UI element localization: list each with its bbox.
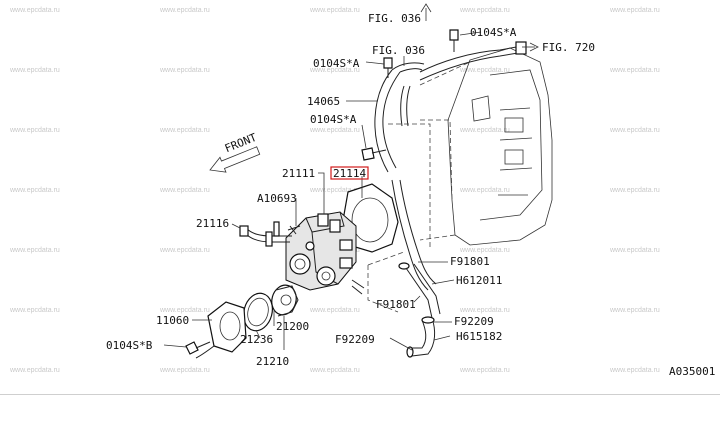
watermark-text: www.epcdata.ru <box>9 67 60 74</box>
watermark-text: www.epcdata.ru <box>9 127 60 134</box>
engine-block <box>419 47 553 246</box>
callout-21114[interactable]: 21114 <box>333 167 366 180</box>
hose-H615182-drawing <box>406 316 436 358</box>
front-label: FRONT <box>223 131 259 156</box>
watermark-text: www.epcdata.ru <box>309 127 360 134</box>
watermark-text: www.epcdata.ru <box>459 7 510 14</box>
watermark-text: www.epcdata.ru <box>309 367 360 374</box>
callout-21200[interactable]: 21200 <box>276 320 309 333</box>
watermark-text: www.epcdata.ru <box>609 67 660 74</box>
hose-H612011-drawing <box>391 179 441 319</box>
watermark-text: www.epcdata.ru <box>309 67 360 74</box>
bolts <box>185 29 459 355</box>
watermark-text: www.epcdata.ru <box>159 307 210 314</box>
guide-line <box>367 265 399 313</box>
watermark-text: www.epcdata.ru <box>159 67 210 74</box>
callout-21116[interactable]: 21116 <box>196 217 229 230</box>
watermark-text: www.epcdata.ru <box>159 7 210 14</box>
callout-0104sA-mid[interactable]: 0104S*A <box>310 113 357 126</box>
callout-21111[interactable]: 21111 <box>282 167 315 180</box>
watermark-text: www.epcdata.ru <box>309 7 360 14</box>
callout-21236[interactable]: 21236 <box>240 333 273 346</box>
watermark-text: www.epcdata.ru <box>459 307 510 314</box>
watermark-text: www.epcdata.ru <box>459 67 510 74</box>
upper-pipe <box>419 41 527 81</box>
watermark-text: www.epcdata.ru <box>159 247 210 254</box>
thermostat-21200-drawing <box>271 284 299 317</box>
front-direction-indicator: FRONT <box>209 131 261 173</box>
watermark-text: www.epcdata.ru <box>459 127 510 134</box>
guide-line <box>388 123 431 248</box>
callout-H612011[interactable]: H612011 <box>456 274 502 287</box>
watermark-text: www.epcdata.ru <box>459 367 510 374</box>
cover-11060-drawing <box>195 301 247 359</box>
watermark-text: www.epcdata.ru <box>309 307 360 314</box>
watermark-text: www.epcdata.ru <box>9 187 60 194</box>
watermark-text: www.epcdata.ru <box>9 7 60 14</box>
watermark-layer: www.epcdata.ru www.epcdata.ru www.epcdata.… <box>9 7 660 374</box>
callout-fig036-top[interactable]: FIG. 036 <box>368 12 421 25</box>
watermark-text: www.epcdata.ru <box>159 367 210 374</box>
watermark-text: www.epcdata.ru <box>459 187 510 194</box>
callout-0104sA-left[interactable]: 0104S*A <box>313 57 360 70</box>
pipe-21116-drawing <box>239 221 292 247</box>
watermark-text: www.epcdata.ru <box>609 367 660 374</box>
watermark-text: www.epcdata.ru <box>159 187 210 194</box>
watermark-text: www.epcdata.ru <box>459 247 510 254</box>
watermark-text: www.epcdata.ru <box>9 307 60 314</box>
callout-F92209-right[interactable]: F92209 <box>454 315 494 328</box>
callout-21210[interactable]: 21210 <box>256 355 289 368</box>
watermark-text: www.epcdata.ru <box>609 187 660 194</box>
pipe-14065 <box>374 62 425 173</box>
watermark-text: www.epcdata.ru <box>309 187 360 194</box>
callout-0104sB[interactable]: 0104S*B <box>106 339 153 352</box>
watermark-text: www.epcdata.ru <box>609 307 660 314</box>
watermark-text: www.epcdata.ru <box>609 7 660 14</box>
guide-line <box>367 251 405 266</box>
callout-fig720[interactable]: FIG. 720 <box>542 41 595 54</box>
water-pump-drawing <box>285 211 365 295</box>
callout-F91801-low[interactable]: F91801 <box>376 298 416 311</box>
leader-lines <box>163 3 539 351</box>
front-arrow-icon <box>209 146 261 173</box>
callout-F92209-left[interactable]: F92209 <box>335 333 375 346</box>
bottom-divider <box>0 394 720 395</box>
callouts: FIG. 036 0104S*A FIG. 720 FIG. 036 0104S… <box>106 12 715 378</box>
watermark-text: www.epcdata.ru <box>159 127 210 134</box>
watermark-text: www.epcdata.ru <box>609 247 660 254</box>
watermark-text: www.epcdata.ru <box>9 247 60 254</box>
callout-fig036-mid[interactable]: FIG. 036 <box>372 44 425 57</box>
callout-0104sA-top[interactable]: 0104S*A <box>470 26 517 39</box>
callout-H615182[interactable]: H615182 <box>456 330 502 343</box>
callout-11060[interactable]: 11060 <box>156 314 189 327</box>
highlight-box <box>330 166 369 180</box>
callout-14065[interactable]: 14065 <box>307 95 340 108</box>
watermark-text: www.epcdata.ru <box>9 367 60 374</box>
figure-code: A035001 <box>669 365 715 378</box>
watermark-text: www.epcdata.ru <box>609 127 660 134</box>
callout-F91801-right[interactable]: F91801 <box>450 255 490 268</box>
callout-A10693[interactable]: A10693 <box>257 192 297 205</box>
